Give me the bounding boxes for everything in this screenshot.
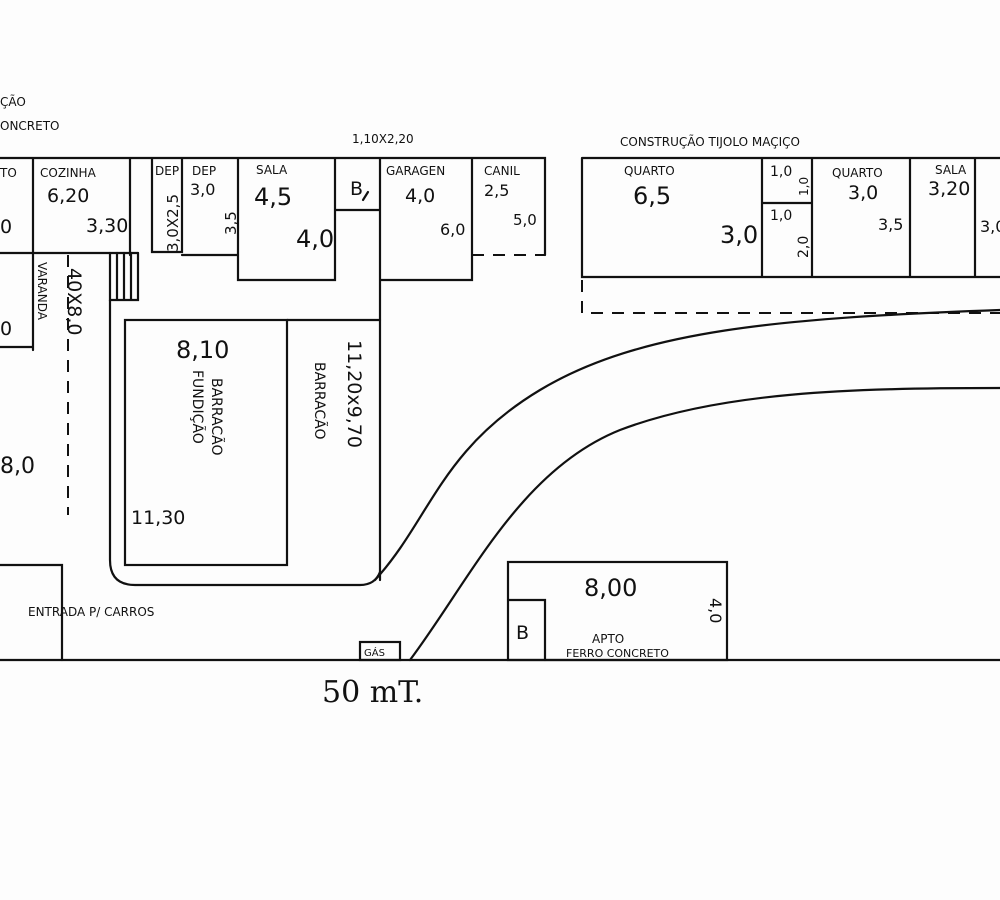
quarto2-label: QUARTO [832, 166, 883, 180]
dep1-dim: 3,0X2,5 [164, 194, 182, 252]
barracao-fundicao-outline [123, 318, 289, 567]
apto-label: APTO [592, 632, 624, 646]
dep2-label: DEP [192, 164, 216, 178]
left-area-dim: 8,0 [0, 454, 35, 479]
quarto2-dim1: 3,0 [848, 182, 878, 204]
apto-label2: FERRO CONCRETO [566, 647, 669, 660]
header-left-1: ÇÃO [0, 94, 26, 109]
header-right: CONSTRUÇÃO TIJOLO MAÇIÇO [620, 134, 800, 149]
sala2-dim1: 3,20 [928, 178, 970, 200]
small-a-dim2: 1,0 [797, 177, 811, 196]
barracao-dim: 11,20x9,70 [343, 340, 365, 448]
cozinha-dim1: 6,20 [47, 185, 89, 207]
varanda-label: VARANDA [35, 262, 49, 321]
varanda-dim: 40X8,0 [63, 268, 85, 335]
room-dim: 0 [0, 318, 12, 340]
quarto2-dim2: 3,5 [878, 215, 903, 234]
sala2-dim2: 3,0 [980, 217, 1000, 236]
canil-dim2: 5,0 [513, 211, 537, 229]
small-a-dim1: 1,0 [770, 164, 792, 180]
fundicao-label1: BARRACÃO [208, 378, 225, 456]
fundicao-dim2: 11,30 [131, 507, 185, 529]
apto-dim1: 8,00 [584, 574, 637, 602]
dep2-dim1: 3,0 [190, 180, 215, 199]
sala-dim1: 4,5 [254, 183, 292, 211]
barracao-label: BARRACÃO [311, 362, 328, 440]
room-dim: 0 [0, 216, 12, 238]
gas-box [358, 640, 402, 662]
sala-label: SALA [256, 163, 288, 177]
canil-dim1: 2,5 [484, 181, 509, 200]
room-label: TO [0, 166, 17, 180]
entrada-label: ENTRADA P/ CARROS [28, 605, 154, 619]
frontage-label: 50 mT. [322, 675, 423, 710]
fundicao-label2: FUNDIÇÃO [189, 370, 206, 444]
garagem-label: GARAGEN [386, 164, 445, 178]
garagem-dim2: 6,0 [440, 220, 465, 239]
quarto1-dim1: 6,5 [633, 182, 671, 210]
apto-bath-label: B [516, 622, 529, 644]
apto-outline [506, 560, 729, 662]
sala2-label: SALA [935, 163, 967, 177]
small-b-dim1: 1,0 [770, 208, 792, 224]
fundicao-dim1: 8,10 [176, 336, 229, 364]
quarto1-dim2: 3,0 [720, 221, 758, 249]
stairs [108, 251, 140, 302]
garagem-dim1: 4,0 [405, 185, 435, 207]
dep1-label: DEP [155, 164, 179, 178]
quarto1-label: QUARTO [624, 164, 675, 178]
walls [0, 156, 1000, 662]
cozinha-label: COZINHA [40, 166, 97, 180]
gas-label: GÁS [364, 646, 385, 659]
door-size: 1,10X2,20 [352, 132, 414, 146]
labels: ÇÃO ONCRETO CONSTRUÇÃO TIJOLO MAÇIÇO 1,1… [0, 94, 1000, 710]
bath-label: B [350, 178, 363, 200]
sala-dim2: 4,0 [296, 225, 334, 253]
apto-dim2: 4,0 [706, 598, 725, 623]
driveway-curve [373, 308, 1000, 582]
small-b-dim2: 2,0 [796, 236, 812, 258]
canil-label: CANIL [484, 164, 520, 178]
header-left-2: ONCRETO [0, 119, 60, 133]
cozinha-dim2: 3,30 [86, 215, 128, 237]
dep2-dim2: 3,5 [222, 211, 240, 235]
